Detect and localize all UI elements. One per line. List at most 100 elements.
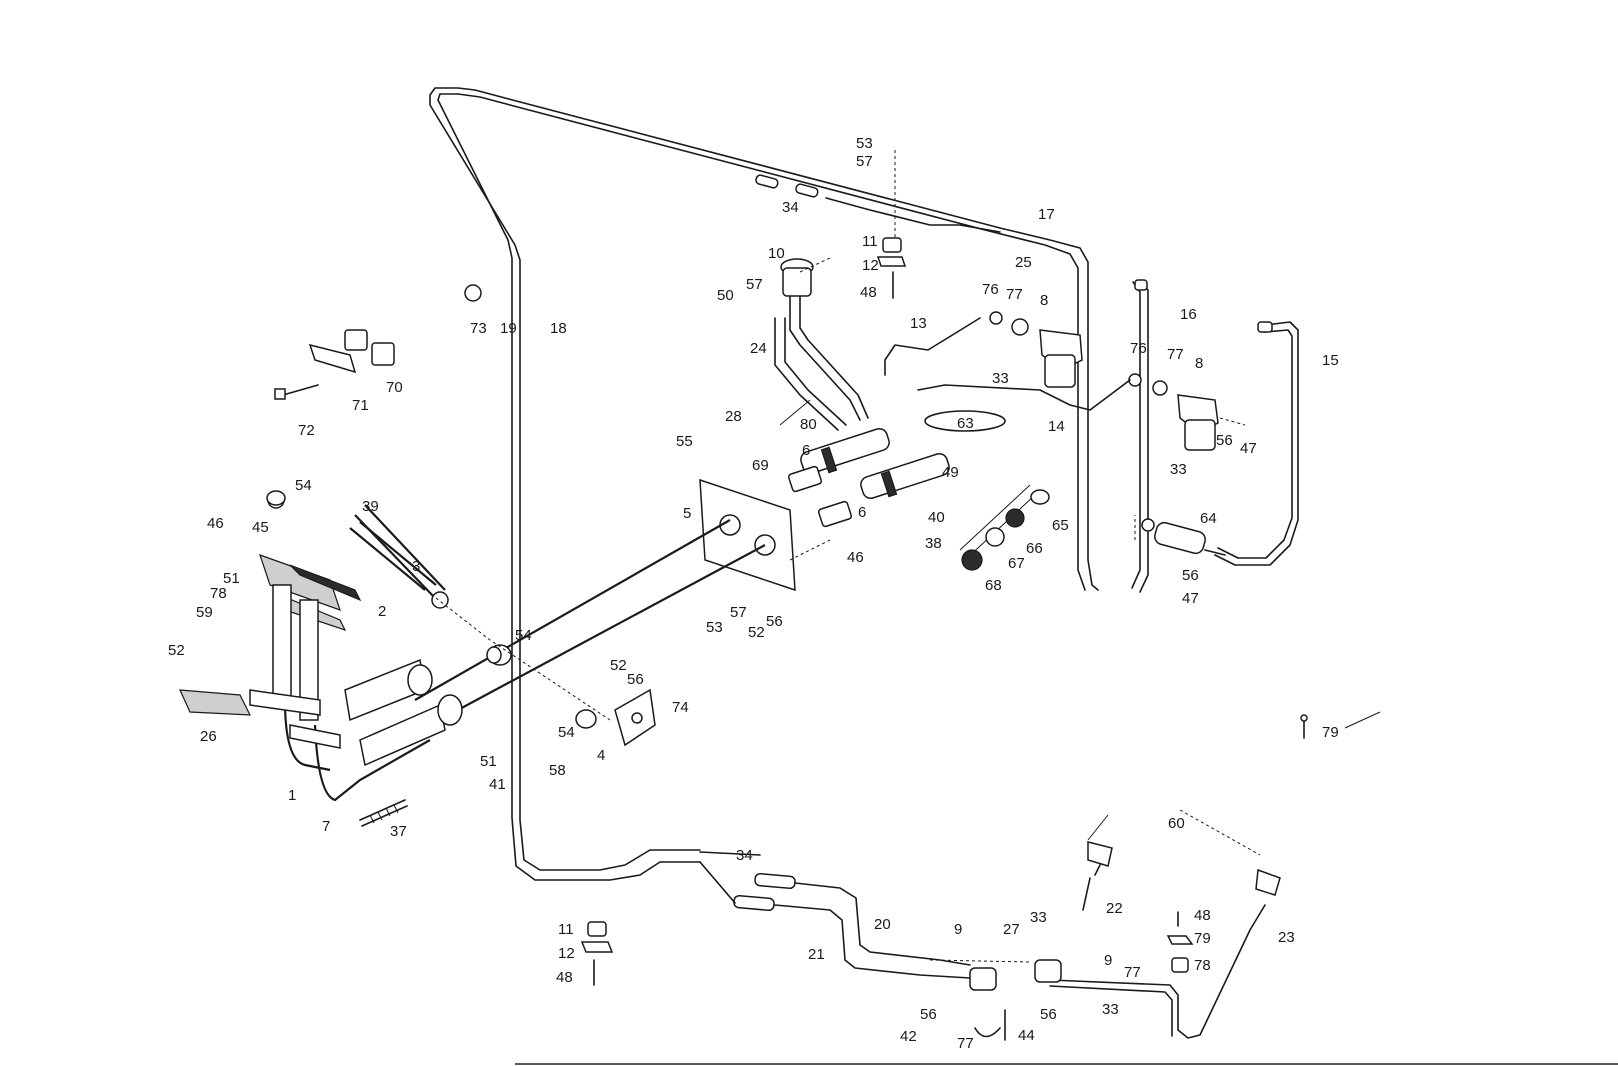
callout-46: 46 xyxy=(207,515,224,532)
callout-25: 25 xyxy=(1015,254,1032,271)
callout-67: 67 xyxy=(1008,555,1025,572)
pedal-bosses xyxy=(344,658,463,767)
callout-19: 19 xyxy=(500,320,517,337)
callout-79: 79 xyxy=(1322,724,1339,741)
callout-33: 33 xyxy=(1102,1001,1119,1018)
callout-51: 51 xyxy=(223,570,240,587)
callout-58: 58 xyxy=(549,762,566,779)
callout-5: 5 xyxy=(683,505,691,522)
callout-77: 77 xyxy=(1006,286,1023,303)
callout-4: 4 xyxy=(597,747,605,764)
callout-80: 80 xyxy=(800,416,817,433)
callout-28: 28 xyxy=(725,408,742,425)
callout-44: 44 xyxy=(1018,1027,1035,1044)
callout-41: 41 xyxy=(489,776,506,793)
callout-64: 64 xyxy=(1200,510,1217,527)
callout-77: 77 xyxy=(957,1035,974,1052)
callout-38: 38 xyxy=(925,535,942,552)
callout-40: 40 xyxy=(928,509,945,526)
callout-56: 56 xyxy=(1040,1006,1057,1023)
callout-54: 54 xyxy=(295,477,312,494)
valve-8-upper xyxy=(989,311,1083,388)
callout-69: 69 xyxy=(752,457,769,474)
callout-16: 16 xyxy=(1180,306,1197,323)
callout-33: 33 xyxy=(992,370,1009,387)
callout-9: 9 xyxy=(1104,952,1112,969)
callout-17: 17 xyxy=(1038,206,1055,223)
callout-3: 3 xyxy=(412,558,420,575)
callout-18: 18 xyxy=(550,320,567,337)
callout-6: 6 xyxy=(802,442,810,459)
callout-26: 26 xyxy=(200,728,217,745)
callout-6: 6 xyxy=(858,504,866,521)
callout-14: 14 xyxy=(1048,418,1065,435)
pedal-shaft xyxy=(267,491,766,726)
bracket xyxy=(614,688,656,747)
brake-pedals xyxy=(179,554,431,802)
callout-77: 77 xyxy=(1124,964,1141,981)
callout-8: 8 xyxy=(1040,292,1048,309)
callout-79: 79 xyxy=(1194,930,1211,947)
callout-33: 33 xyxy=(1030,909,1047,926)
callout-48: 48 xyxy=(1194,907,1211,924)
small-seals xyxy=(959,484,1050,571)
item-79-part xyxy=(1300,714,1308,739)
callout-54: 54 xyxy=(515,627,532,644)
callout-56: 56 xyxy=(627,671,644,688)
callout-1: 1 xyxy=(288,787,296,804)
master-cylinders xyxy=(787,427,950,528)
callout-37: 37 xyxy=(390,823,407,840)
callout-11: 11 xyxy=(862,233,878,250)
callout-77: 77 xyxy=(1167,346,1184,363)
callout-47: 47 xyxy=(1182,590,1199,607)
callout-54: 54 xyxy=(558,724,575,741)
callout-48: 48 xyxy=(556,969,573,986)
callout-68: 68 xyxy=(985,577,1002,594)
callout-52: 52 xyxy=(168,642,185,659)
callout-74: 74 xyxy=(672,699,689,716)
callout-52: 52 xyxy=(610,657,627,674)
hoses xyxy=(884,317,1131,432)
leader-lines xyxy=(435,257,1381,963)
callout-50: 50 xyxy=(717,287,734,304)
callout-55: 55 xyxy=(676,433,693,450)
callout-42: 42 xyxy=(900,1028,917,1045)
lower-right-small-parts xyxy=(1166,911,1194,973)
lower-brake-lines xyxy=(699,851,1266,1039)
callout-78: 78 xyxy=(1194,957,1211,974)
callout-76: 76 xyxy=(982,281,999,298)
callout-23: 23 xyxy=(1278,929,1295,946)
callout-72: 72 xyxy=(298,422,315,439)
callout-2: 2 xyxy=(378,603,386,620)
callout-65: 65 xyxy=(1052,517,1069,534)
callout-53: 53 xyxy=(706,619,723,636)
callout-39: 39 xyxy=(362,498,379,515)
cylinder-64 xyxy=(1141,518,1226,556)
callout-34: 34 xyxy=(736,847,753,864)
callout-78: 78 xyxy=(210,585,227,602)
right-brake-lines xyxy=(1131,279,1299,593)
callout-33: 33 xyxy=(1170,461,1187,478)
callout-34: 34 xyxy=(782,199,799,216)
pipe-sleeve-34-upper xyxy=(755,174,1001,233)
callout-24: 24 xyxy=(750,340,767,357)
bushings xyxy=(266,490,597,729)
callout-13: 13 xyxy=(910,315,927,332)
brake-line-loop xyxy=(429,87,1099,881)
pedal-rod xyxy=(349,521,437,591)
callout-56: 56 xyxy=(920,1006,937,1023)
callout-46: 46 xyxy=(847,549,864,566)
fluid-reservoir xyxy=(774,258,869,431)
callout-20: 20 xyxy=(874,916,891,933)
valve-8-lower xyxy=(1128,373,1219,451)
callout-57: 57 xyxy=(730,604,747,621)
callout-45: 45 xyxy=(252,519,269,536)
callout-76: 76 xyxy=(1130,340,1147,357)
callout-66: 66 xyxy=(1026,540,1043,557)
callout-labels: 53 57 34 17 25 10 11 12 48 57 50 76 77 8… xyxy=(168,135,1339,1052)
callout-57: 57 xyxy=(856,153,873,170)
pipe-clip-upper xyxy=(876,150,907,299)
pipe-clip-lower xyxy=(580,921,614,986)
callout-56: 56 xyxy=(1216,432,1233,449)
callout-8: 8 xyxy=(1195,355,1203,372)
